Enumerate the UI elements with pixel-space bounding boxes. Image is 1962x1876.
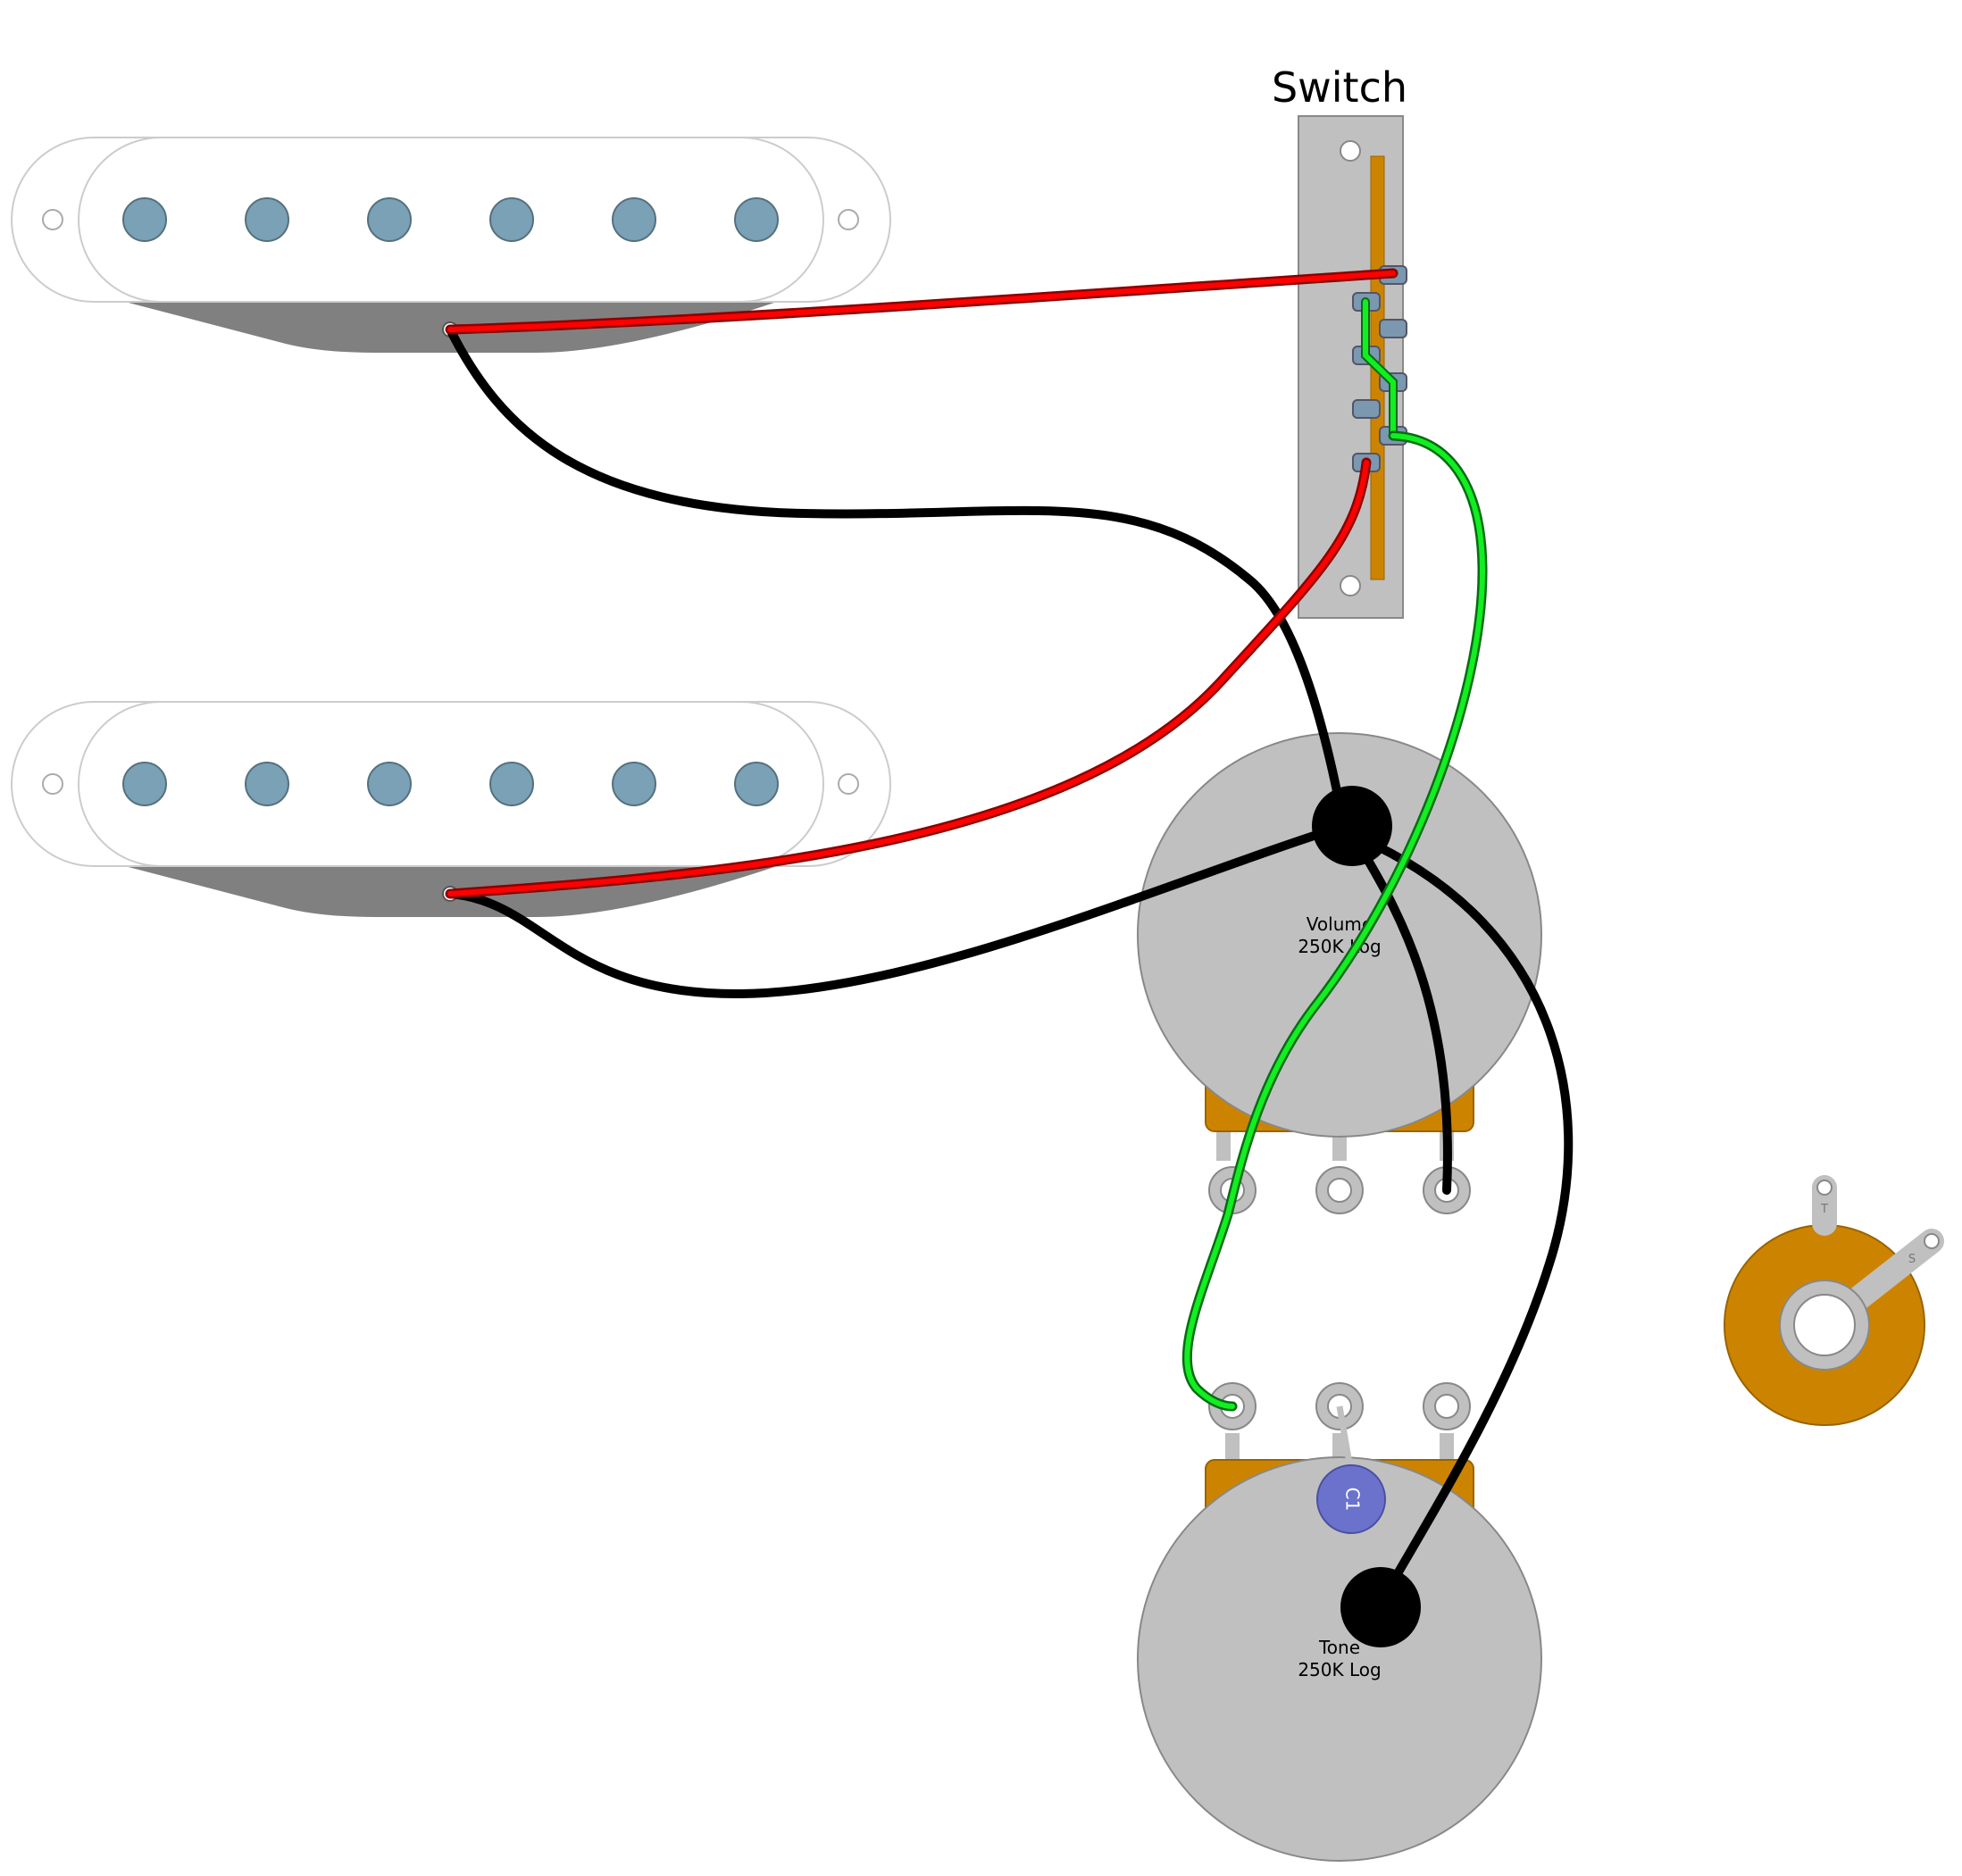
pickup-bridge-mount-hole-right [838, 773, 859, 795]
tone-pot: Tone 250K Log [1137, 1382, 1542, 1862]
pole-piece [489, 762, 534, 806]
ground-wire-bridge-to-volume [446, 821, 1348, 999]
pickup-bridge [11, 701, 891, 917]
tone-pot-name: Tone [1318, 1637, 1360, 1658]
jack-tip-label: T [1820, 1203, 1828, 1216]
pole-piece [612, 197, 656, 242]
capacitor-body [1316, 1464, 1386, 1534]
jack-tip-lug-hole [1816, 1180, 1833, 1196]
pole-piece [612, 762, 656, 806]
switch-lug [1352, 399, 1381, 419]
switch-mount-hole-bottom [1340, 575, 1361, 596]
switch-lug [1379, 319, 1407, 338]
jack-sleeve-lug-hole [1924, 1233, 1940, 1249]
ground-wire-volume-to-tone [1348, 830, 1574, 1609]
switch-mount-hole-top [1340, 140, 1361, 162]
pickup-bridge-mount-hole-left [42, 773, 63, 795]
pickup-neck-mount-hole-right [838, 209, 859, 230]
pickup-neck [11, 137, 891, 353]
pole-piece [122, 762, 167, 806]
tone-ground-solder-blob [1340, 1567, 1421, 1647]
pole-piece [245, 762, 289, 806]
tone-pot-value: 250K Log [1298, 1659, 1381, 1680]
capacitor-lead [1336, 1405, 1354, 1470]
capacitor: C1 [1316, 1405, 1386, 1599]
tone-pot-lug-3-hole [1434, 1394, 1459, 1419]
pickup-neck-cover-inner [78, 137, 824, 303]
pickup-bridge-cover-inner [78, 701, 824, 867]
switch-plate [1298, 115, 1404, 619]
jumper-switch-to-tone [1184, 433, 1486, 1409]
blade-switch: Switch [1272, 63, 1407, 619]
jumper-switch [1363, 299, 1396, 438]
output-jack: T S [1724, 1175, 1944, 1426]
jack-hole [1793, 1294, 1856, 1356]
volume-pot-value: 250K Log [1298, 936, 1381, 957]
switch-label: Switch [1272, 63, 1407, 112]
pole-piece [734, 197, 779, 242]
pickup-neck-mount-hole-left [42, 209, 63, 230]
tone-pot-body [1137, 1456, 1542, 1862]
pole-piece [245, 197, 289, 242]
pole-piece [489, 197, 534, 242]
pole-piece [367, 197, 412, 242]
pole-piece [122, 197, 167, 242]
jack-sleeve-label: S [1908, 1253, 1916, 1266]
volume-pot-lug-2-hole [1327, 1178, 1352, 1203]
pole-piece [367, 762, 412, 806]
ground-wire-neck-to-volume [446, 325, 1348, 830]
capacitor-label: C1 [1342, 1488, 1364, 1512]
pole-piece [734, 762, 779, 806]
ground-wire-volume-to-lug3 [1348, 830, 1452, 1195]
wires [445, 268, 1574, 1609]
volume-ground-solder-blob [1312, 786, 1392, 866]
hot-wire-bridge [447, 460, 1369, 896]
hot-wire-neck [447, 271, 1396, 332]
